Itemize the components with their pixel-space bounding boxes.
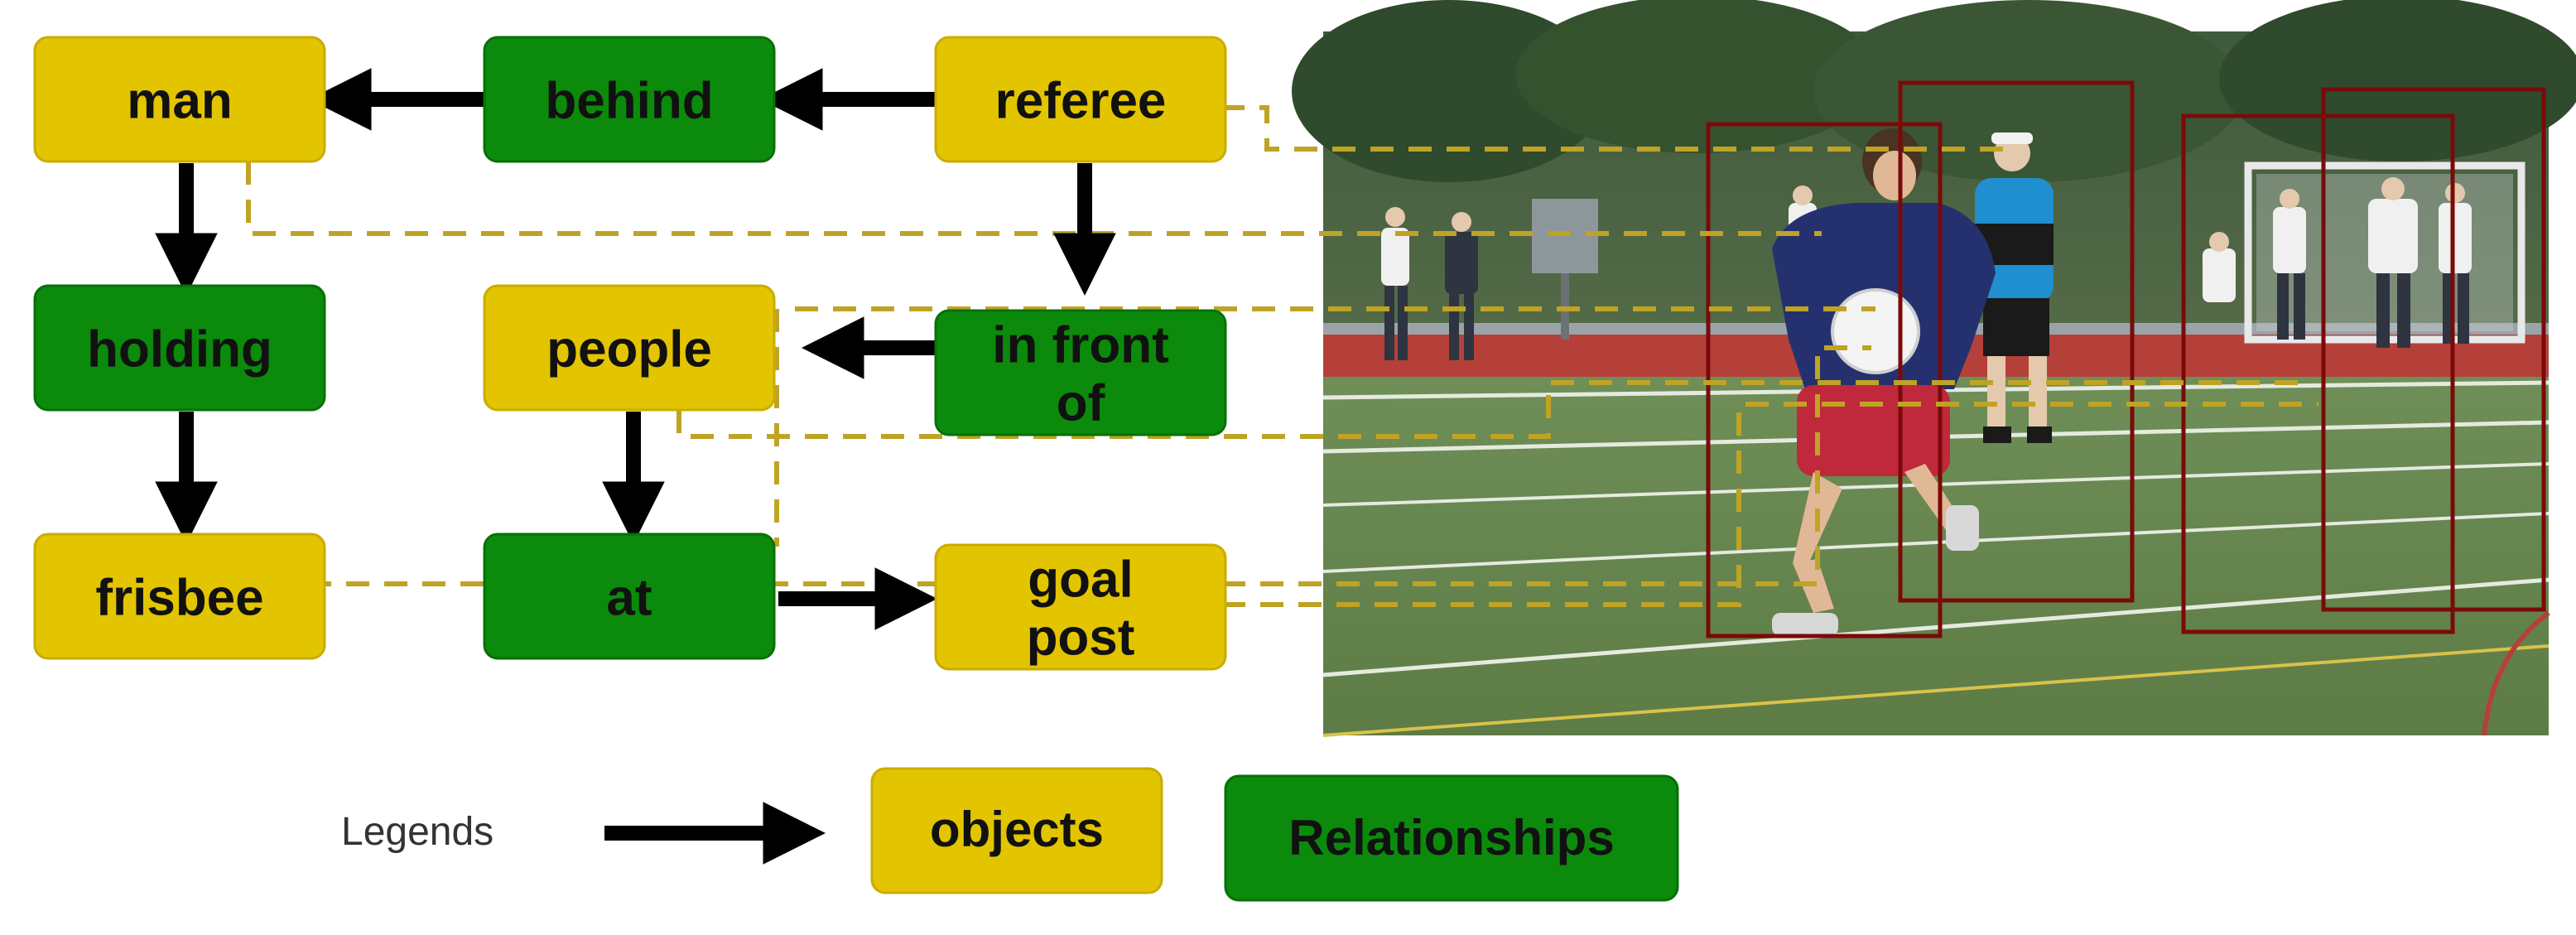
node-box (483, 284, 776, 412)
edges (155, 68, 1116, 865)
node-man: man (33, 36, 326, 163)
node-label: holding (87, 321, 272, 378)
node-box (33, 36, 326, 163)
link-goal-post (1184, 402, 2318, 607)
node-box (33, 533, 326, 660)
dashed-links (232, 105, 2318, 607)
legend: Legends objects Relationships (341, 767, 1679, 902)
node-behind: behind (483, 36, 776, 163)
node-holding: holding (33, 284, 326, 412)
node-label: people (546, 321, 712, 378)
node-label: in front (992, 316, 1169, 374)
link-frisbee (232, 345, 1871, 586)
node-box (483, 533, 776, 660)
node-box (483, 36, 776, 163)
node-label: frisbee (95, 569, 263, 626)
node-label: at (606, 569, 652, 626)
node-box (934, 36, 1227, 163)
bbox-referee (1898, 80, 2135, 603)
node-label: post (1027, 609, 1135, 666)
bbox-people-1 (2181, 113, 2455, 634)
link-referee (1221, 105, 2012, 152)
node-label: goal (1028, 551, 1133, 608)
node-frisbee: frisbee (33, 533, 326, 660)
node-label: man (127, 72, 232, 129)
node-label: behind (545, 72, 713, 129)
node-label: of (1057, 374, 1105, 431)
node-box (934, 543, 1227, 671)
legend-relationship-label: Relationships (1288, 810, 1614, 865)
link-people-right (677, 380, 2302, 439)
scene-photo (1292, 0, 2576, 737)
node-label: referee (995, 72, 1167, 129)
node-box (934, 309, 1227, 436)
node-referee: referee (934, 36, 1227, 163)
link-man (246, 161, 1822, 236)
legend-relationship-swatch (1224, 774, 1679, 902)
legend-label: Legends (341, 810, 494, 854)
legend-object-label: objects (930, 802, 1104, 857)
bbox-people-2 (2321, 87, 2546, 612)
node-people: people (483, 284, 776, 412)
legend-object-swatch (870, 767, 1163, 894)
node-box (33, 284, 326, 412)
node-at: at (483, 533, 776, 660)
